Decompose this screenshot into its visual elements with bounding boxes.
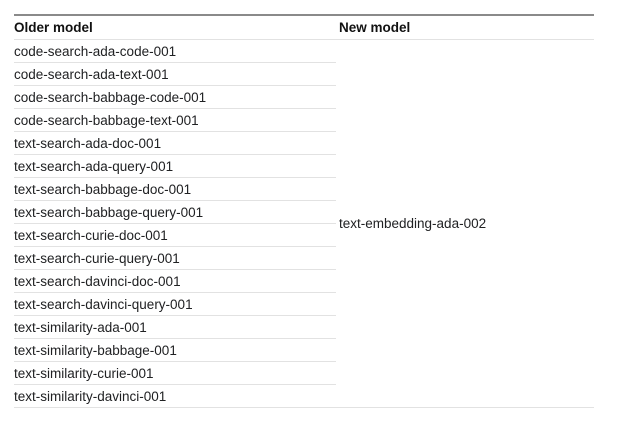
older-model-cell: text-similarity-babbage-001: [14, 339, 336, 362]
older-model-cell: text-search-davinci-query-001: [14, 293, 336, 316]
older-model-cell: text-search-ada-query-001: [14, 155, 336, 178]
table-row: text-search-ada-query-001: [14, 155, 594, 178]
table-row: code-search-ada-text-001: [14, 63, 594, 86]
older-model-cell: text-search-curie-query-001: [14, 247, 336, 270]
table-header-row: Older model New model: [14, 16, 594, 40]
table-row: text-similarity-davinci-001: [14, 385, 594, 407]
older-model-cell: code-search-babbage-text-001: [14, 109, 336, 132]
older-model-cell: text-search-curie-doc-001: [14, 224, 336, 247]
table-row: text-search-ada-doc-001: [14, 132, 594, 155]
table-row: code-search-ada-code-001 text-embedding-…: [14, 40, 594, 231]
new-model-column-header: New model: [336, 16, 594, 40]
older-model-cell: text-search-ada-doc-001: [14, 132, 336, 155]
older-model-cell: code-search-ada-code-001: [14, 40, 336, 63]
older-model-cell: text-search-babbage-doc-001: [14, 178, 336, 201]
older-model-column-header: Older model: [14, 16, 336, 40]
table-row: text-search-davinci-query-001: [14, 293, 594, 316]
model-migration-table: Older model New model code-search-ada-co…: [14, 14, 594, 408]
older-model-cell: text-similarity-davinci-001: [14, 389, 167, 404]
table-row: text-similarity-ada-001: [14, 316, 594, 339]
older-model-cell: code-search-babbage-code-001: [14, 86, 336, 109]
table-row: text-search-babbage-doc-001: [14, 178, 594, 201]
older-model-cell: text-similarity-curie-001: [14, 362, 336, 385]
table-row: text-search-curie-doc-001: [14, 224, 594, 247]
page: Older model New model code-search-ada-co…: [14, 14, 594, 408]
older-model-cell: code-search-ada-text-001: [14, 63, 336, 86]
older-model-cell: text-search-babbage-query-001: [14, 201, 336, 224]
table-row: text-similarity-curie-001: [14, 362, 594, 385]
new-model-cell: text-embedding-ada-002: [339, 216, 487, 231]
table-row: code-search-babbage-text-001: [14, 109, 594, 132]
table-row: code-search-babbage-code-001: [14, 86, 594, 109]
table-row: text-search-babbage-query-001: [14, 201, 594, 224]
older-model-cell: text-similarity-ada-001: [14, 316, 336, 339]
table-row: text-similarity-babbage-001: [14, 339, 594, 362]
table-row: text-search-davinci-doc-001: [14, 270, 594, 293]
older-model-cell: text-search-davinci-doc-001: [14, 270, 336, 293]
table-row: text-search-curie-query-001: [14, 247, 594, 270]
